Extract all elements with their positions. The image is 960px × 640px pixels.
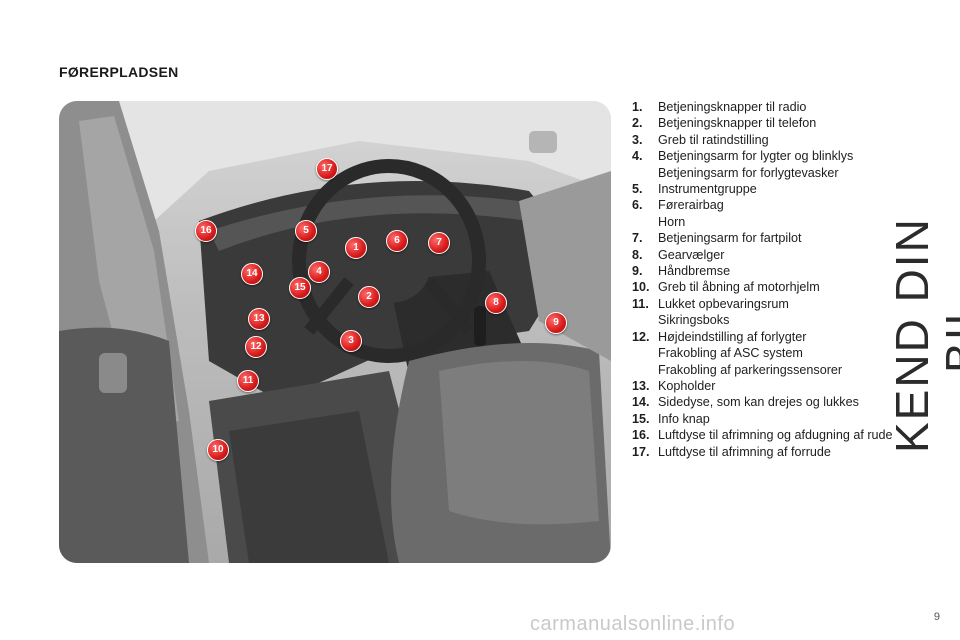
- legend-item: 4.Betjeningsarm for lygter og blinklys: [632, 149, 854, 164]
- callout-15: 15: [289, 277, 311, 299]
- legend-item: 14.Sidedyse, som kan drejes og lukkes: [632, 395, 859, 410]
- callout-2: 2: [358, 286, 380, 308]
- legend-item: 9.Håndbremse: [632, 264, 731, 279]
- callout-13: 13: [248, 308, 270, 330]
- cockpit-photo: 1 2 3 4 5 6 7 8 9 10 11 12 13 14 15 16 1…: [59, 101, 611, 563]
- legend-item: 10.Greb til åbning af motorhjelm: [632, 280, 820, 295]
- legend-item-continuation: Frakobling af ASC system: [658, 346, 803, 361]
- callout-6: 6: [386, 230, 408, 252]
- legend-item: 2.Betjeningsknapper til telefon: [632, 116, 817, 131]
- section-side-title: KEND DIN BIL: [886, 217, 960, 453]
- callout-3: 3: [340, 330, 362, 352]
- callout-17: 17: [316, 158, 338, 180]
- callout-7: 7: [428, 232, 450, 254]
- legend-item: 17.Luftdyse til afrimning af forrude: [632, 444, 831, 459]
- callout-16: 16: [195, 220, 217, 242]
- callout-8: 8: [485, 292, 507, 314]
- legend-item-continuation: Sikringsboks: [658, 313, 730, 328]
- legend-list: 1.Betjeningsknapper til radio 2.Betjenin…: [632, 99, 917, 460]
- legend-item: 12.Højdeindstilling af forlygter: [632, 329, 807, 344]
- legend-item: 16.Luftdyse til afrimning og afdugning a…: [632, 428, 893, 443]
- legend-item: 13.Kopholder: [632, 378, 716, 393]
- legend-item: 1.Betjeningsknapper til radio: [632, 100, 807, 114]
- callout-9: 9: [545, 312, 567, 334]
- legend-item-continuation: Frakobling af parkeringssensorer: [658, 362, 843, 377]
- callout-4: 4: [308, 261, 330, 283]
- callout-12: 12: [245, 336, 267, 358]
- legend-item-continuation: Betjeningsarm for forlygtevasker: [658, 165, 839, 180]
- legend-item: 7.Betjeningsarm for fartpilot: [632, 231, 802, 246]
- callout-10: 10: [207, 439, 229, 461]
- page-title: FØRERPLADSEN: [59, 64, 179, 80]
- legend-item: 5.Instrumentgruppe: [632, 182, 757, 197]
- legend-item: 8.Gearvælger: [632, 247, 725, 262]
- callout-14: 14: [241, 263, 263, 285]
- legend-item: 6.Førerairbag: [632, 198, 724, 213]
- legend-item-continuation: Horn: [658, 214, 686, 229]
- callout-1: 1: [345, 237, 367, 259]
- page-number: 9: [933, 611, 940, 623]
- callout-5: 5: [295, 220, 317, 242]
- legend-item: 15.Info knap: [632, 411, 710, 426]
- cockpit-illustration: [59, 101, 611, 563]
- legend-item: 3.Greb til ratindstilling: [632, 132, 769, 147]
- watermark: carmanualsonline.info: [530, 613, 736, 635]
- legend-item: 11.Lukket opbevaringsrum: [632, 296, 789, 311]
- callout-11: 11: [237, 370, 259, 392]
